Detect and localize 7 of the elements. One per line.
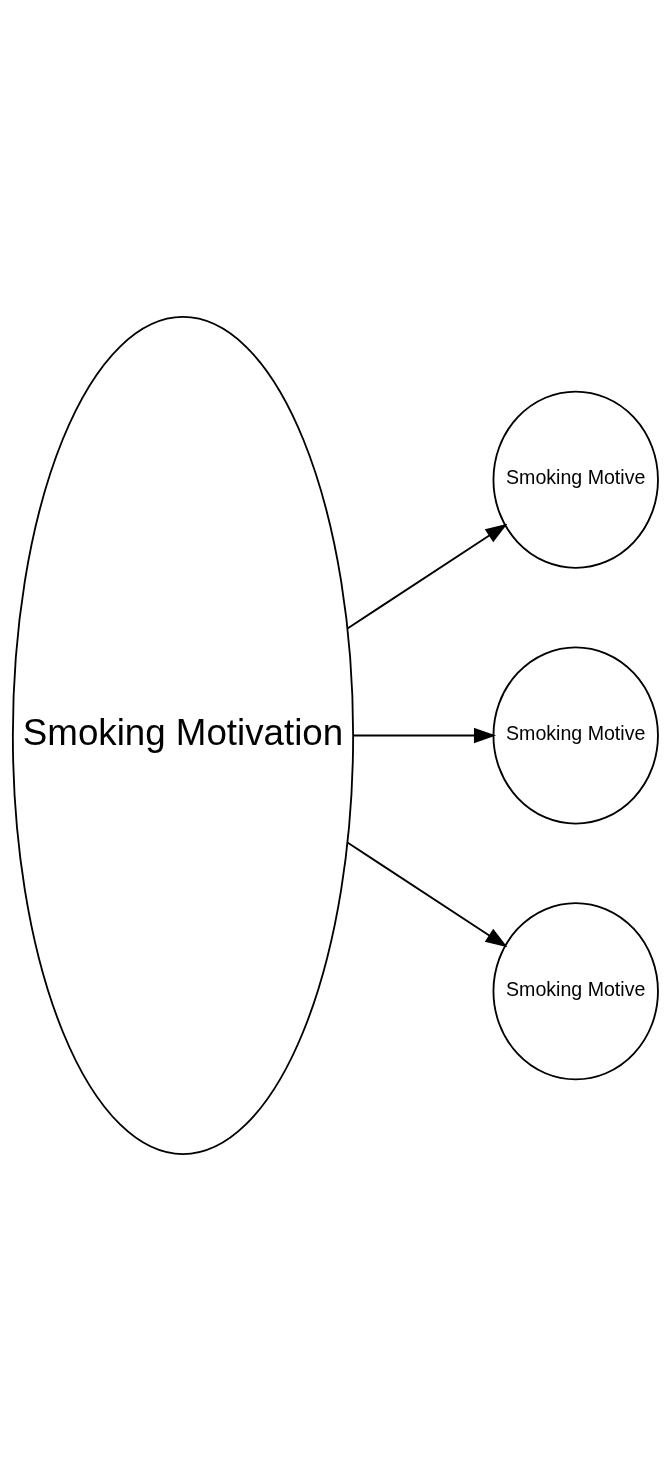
node-circle: Smoking Motive: [492, 390, 659, 569]
arrow: [346, 841, 508, 948]
node-circle: Smoking Motive: [492, 902, 659, 1081]
node-circle: Smoking Motive: [492, 646, 659, 825]
arrow: [352, 727, 497, 744]
node-ellipse: Smoking Motivation: [11, 315, 355, 1155]
arrow: [346, 523, 508, 630]
